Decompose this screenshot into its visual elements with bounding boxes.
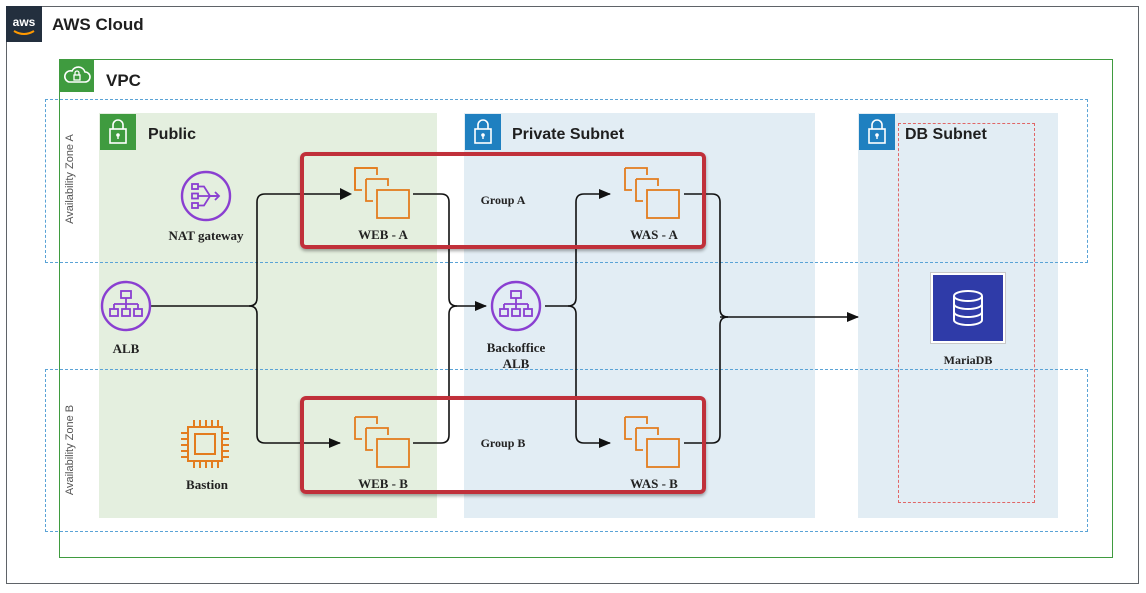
web-a-label: WEB - A <box>358 227 408 242</box>
web-b-instances-icon <box>352 414 414 477</box>
backoffice-alb-label-line1: Backoffice <box>486 340 546 355</box>
availability-zone-b <box>45 369 1088 532</box>
line-was-b-out <box>684 316 729 444</box>
availability-zone-a <box>45 99 1088 263</box>
line-alb-to-web <box>151 193 340 307</box>
aws-cloud-container <box>6 6 1139 584</box>
bastion-label: Bastion <box>186 477 228 492</box>
backoffice-alb-icon <box>490 280 542 337</box>
group-b-box <box>300 396 706 494</box>
line-was-a-out <box>684 193 729 318</box>
backoffice-alb-label: Backoffice ALB <box>470 340 562 372</box>
private-subnet-title: Private Subnet <box>512 126 625 143</box>
arrowhead-web-a <box>340 188 352 200</box>
private-subnet-lock-icon <box>465 114 501 150</box>
db-subnet-lock-icon <box>859 114 895 150</box>
group-a-label: Group A <box>480 193 526 207</box>
mariadb-label: MariaDB <box>943 353 993 367</box>
group-b-label: Group B <box>480 436 526 450</box>
alb-icon <box>100 280 152 337</box>
db-subnet-title: DB Subnet <box>905 126 987 143</box>
line-backoffice-to-was-b <box>567 305 611 448</box>
was-a-instances-icon <box>622 165 684 228</box>
public-subnet <box>99 113 437 518</box>
web-b-label: WEB - B <box>358 476 408 491</box>
aws-logo-icon: aws <box>6 6 42 42</box>
bastion-chip-icon <box>176 415 234 478</box>
group-a-box <box>300 152 706 249</box>
aws-cloud-title: AWS Cloud <box>52 15 144 34</box>
mariadb-icon <box>931 273 1005 343</box>
web-a-instances-icon <box>352 165 414 228</box>
public-subnet-title: Public <box>148 126 197 143</box>
aws-logo-text: aws <box>13 15 36 29</box>
alb-label: ALB <box>112 341 140 356</box>
vpc-title: VPC <box>106 71 141 90</box>
nat-gateway-icon <box>180 170 232 227</box>
line-web-a-out <box>413 193 487 311</box>
line-backoffice-to-was-a <box>545 189 611 307</box>
db-inner-boundary <box>898 123 1035 503</box>
vpc-container <box>59 59 1113 558</box>
backoffice-alb-label-line2: ALB <box>502 356 530 371</box>
public-subnet-lock-icon <box>100 114 136 150</box>
line-web-b-out <box>413 305 458 444</box>
was-b-label: WAS - B <box>630 476 678 491</box>
line-alb-to-web-b <box>248 305 341 448</box>
vpc-cloud-icon <box>60 60 94 92</box>
nat-gateway-label: NAT gateway <box>168 228 244 243</box>
was-a-label: WAS - A <box>630 227 678 242</box>
was-b-instances-icon <box>622 414 684 477</box>
